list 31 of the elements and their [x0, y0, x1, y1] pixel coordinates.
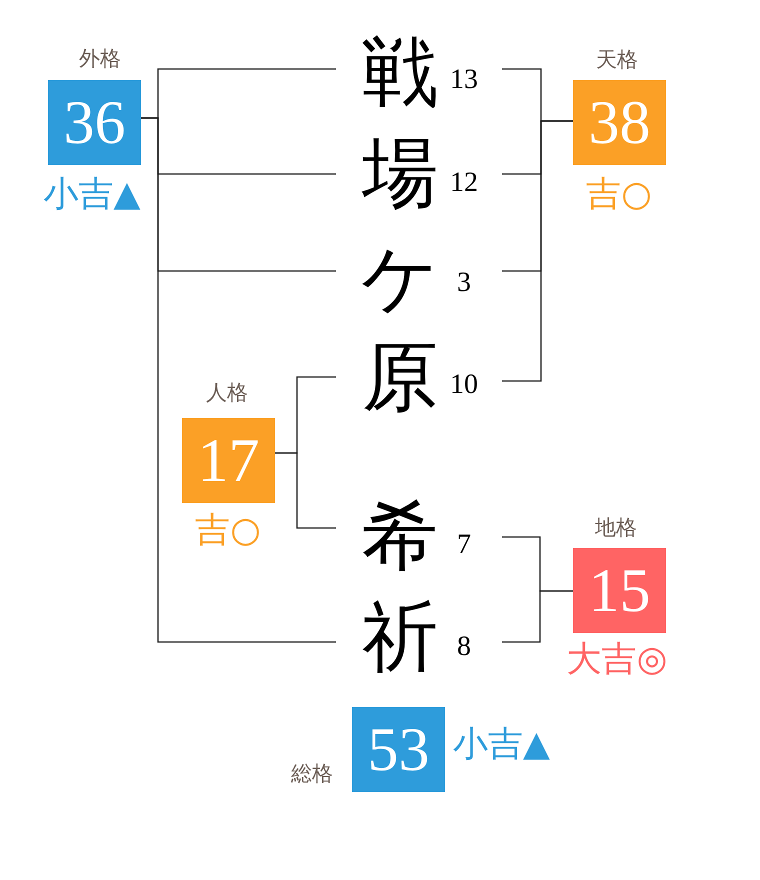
- stroke-count: 8: [457, 633, 471, 661]
- category-label: 地格: [595, 518, 637, 538]
- name-character: 場: [362, 135, 438, 211]
- score-number: 38: [588, 92, 650, 154]
- score-number: 36: [64, 92, 126, 154]
- fortune-label: 小吉▲: [453, 728, 550, 762]
- stroke-count: 12: [450, 169, 478, 197]
- name-character: 希: [362, 498, 438, 574]
- fortune-label: 吉○: [195, 514, 261, 548]
- category-label: 総格: [291, 764, 333, 784]
- stroke-count: 13: [450, 66, 478, 94]
- score-number: 17: [198, 430, 260, 492]
- stroke-count: 10: [450, 371, 478, 399]
- name-character: 原: [362, 339, 438, 415]
- name-character: 戦: [362, 34, 438, 110]
- stroke-count: 3: [457, 269, 471, 297]
- score-number: 53: [368, 718, 430, 780]
- category-label: 人格: [206, 382, 248, 404]
- fortune-label: 小吉▲: [44, 178, 140, 212]
- fortune-label: 吉○: [586, 178, 652, 212]
- name-character: ケ: [361, 240, 439, 316]
- stroke-count: 7: [457, 531, 471, 559]
- category-label: 外格: [79, 48, 121, 70]
- bracket-line: [502, 120, 573, 382]
- category-label: 天格: [596, 50, 638, 70]
- bracket-line: [502, 590, 573, 643]
- fortune-label: 大吉◎: [566, 642, 668, 678]
- score-number: 15: [588, 560, 650, 622]
- name-character: 祈: [362, 599, 438, 675]
- bracket-line: [275, 452, 336, 529]
- bracket-line: [141, 117, 336, 643]
